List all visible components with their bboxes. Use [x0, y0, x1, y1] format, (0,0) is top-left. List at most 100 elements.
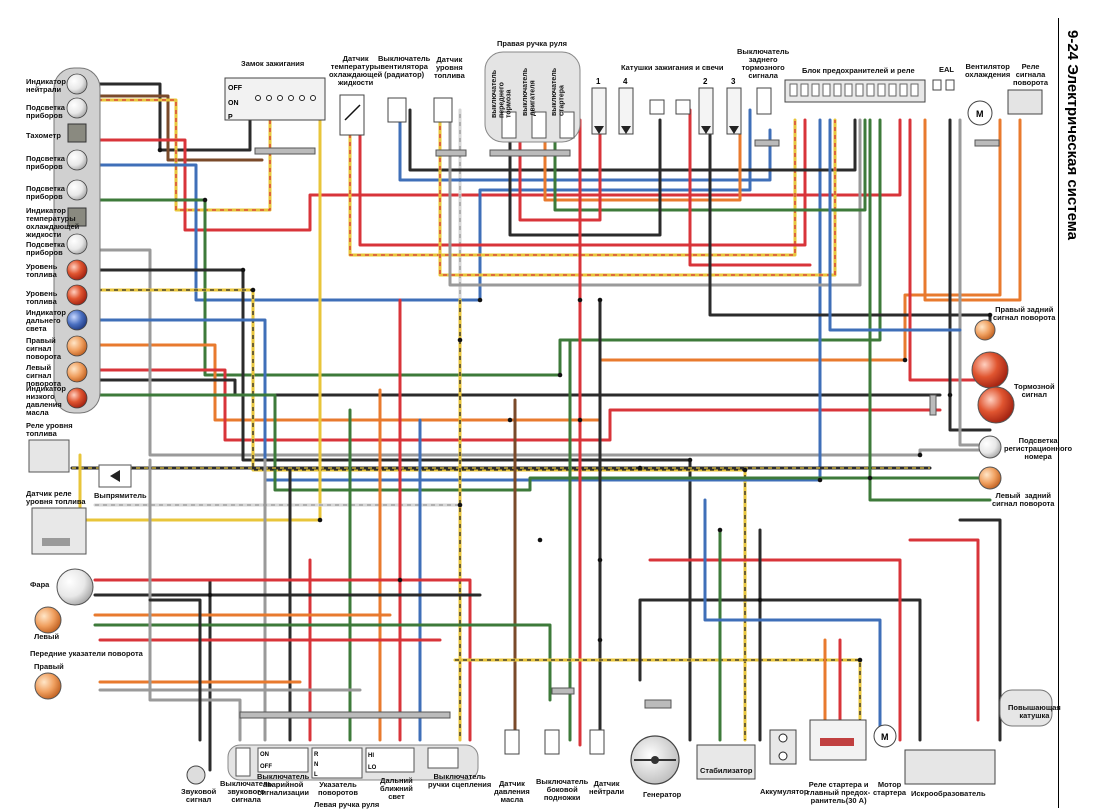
label-instrument-light-2: Подсветка приборов	[26, 154, 65, 171]
black-wire	[96, 268, 692, 742]
igniter-box	[904, 749, 996, 785]
green-wire	[868, 118, 992, 502]
label-regulator: Стабилизатор	[700, 766, 753, 775]
wire-junction	[757, 597, 763, 603]
eal-terminal	[932, 79, 942, 91]
wire-junction	[637, 465, 643, 471]
label-neutral-sensor: Датчик нейтрали	[589, 779, 625, 796]
coil-number: 3	[731, 77, 736, 86]
wire-junction	[477, 297, 483, 303]
label-fuel-level-relay: Реле уровня топлива	[26, 421, 73, 438]
wire-junction	[742, 467, 748, 473]
fuse-slot	[866, 83, 875, 97]
generator-connector	[644, 699, 672, 709]
label-left-handlebar: Левая ручка руля	[314, 800, 380, 809]
rear-brake-connector	[754, 139, 780, 147]
fuse-slot	[888, 83, 897, 97]
ignition-connector	[254, 147, 316, 155]
wire-junction	[207, 592, 213, 598]
battery-positive-terminal	[778, 733, 788, 743]
wire-junction	[457, 502, 463, 508]
label-left: Левый	[34, 632, 60, 641]
black-wire	[958, 518, 1002, 742]
neutral-indicator-bulb	[66, 73, 88, 95]
wire-junction	[397, 577, 403, 583]
switch-position-r: R	[314, 752, 319, 758]
label-clutch-switch: Выключатель ручки сцепления	[428, 772, 492, 789]
wire-junction	[577, 417, 583, 423]
ignition-contact	[288, 95, 294, 101]
instrument-light-bulb	[66, 179, 88, 201]
fuel-level-sensor	[433, 97, 453, 123]
label-igniter: Искрообразователь	[911, 789, 986, 798]
ignition-contact	[266, 95, 272, 101]
coolant-temp-gauge	[67, 207, 87, 227]
label-brake-light: Тормозной сигнал	[1014, 382, 1055, 399]
fuel-level-relay-box	[28, 439, 70, 473]
ignition-contact	[299, 95, 305, 101]
label-indicator-neutral: Индикатор нейтрали	[26, 77, 66, 94]
wire-junction	[202, 197, 208, 203]
label-starter-motor: Мотор стартера	[873, 780, 907, 797]
rear-lamp-connector	[929, 394, 937, 416]
coil-connector	[649, 99, 665, 115]
low-oil-indicator-bulb	[66, 387, 88, 409]
coil-number: 1	[596, 77, 601, 86]
fuse-slot	[822, 83, 831, 97]
label-fuel-level-2: Уровень топлива	[26, 289, 58, 306]
green-wire	[93, 623, 552, 702]
fan-switch	[387, 97, 407, 123]
cooling-fan-motor	[967, 100, 993, 126]
fuel-relay-sensor-box	[31, 507, 87, 555]
blue-wire	[703, 498, 882, 742]
regulator-box	[696, 744, 756, 780]
red-wire	[96, 368, 942, 442]
fuse-slot	[800, 83, 809, 97]
diode-icon	[110, 470, 120, 482]
wire-junction	[597, 637, 603, 643]
front-brake-switch-body	[501, 111, 517, 139]
red-wire	[908, 538, 980, 722]
label-ignition-switch: Замок зажигания	[241, 59, 305, 68]
wire-junction	[687, 457, 693, 463]
label-right: Правый	[34, 662, 64, 671]
wire-junction	[597, 557, 603, 563]
ignition-contact	[255, 95, 261, 101]
horn-switch-body	[235, 747, 251, 777]
label-plate-light: Подсветка регистрационного номера	[1004, 436, 1073, 461]
brake-light-bulb	[977, 386, 1015, 424]
red-wire	[358, 108, 807, 247]
starter-motor-body	[873, 724, 897, 748]
starter-switch-body	[559, 111, 575, 139]
starter-motor-icon: M	[881, 732, 889, 742]
wire-junction	[507, 417, 513, 423]
wire-junction	[717, 527, 723, 533]
fuse-slot	[811, 83, 820, 97]
label-low-oil-indicator: Индикатор низкого давления масла	[26, 384, 66, 417]
label-starter-relay: Реле стартера и главный предох- ранитель…	[807, 780, 871, 805]
spark-plug-icon	[701, 126, 711, 134]
rear-brake-switch	[756, 87, 772, 115]
black-wire	[408, 108, 857, 172]
red-wire	[908, 118, 992, 382]
green-wire	[96, 393, 992, 492]
side-stand-switch-body	[544, 729, 560, 755]
brake-light-bulb	[971, 351, 1009, 389]
oil-pressure-sensor-body	[504, 729, 520, 755]
fuse-slot	[877, 83, 886, 97]
label-starter-switch: выключатель стартера	[551, 67, 566, 116]
ignition-contact	[310, 95, 316, 101]
resistor-icon	[344, 104, 361, 121]
switch-position-off: OFF	[260, 764, 272, 770]
yellow-black-tracer	[455, 659, 861, 740]
page-rule	[1058, 18, 1059, 808]
ignition-contact	[277, 95, 283, 101]
black-wire	[638, 598, 922, 742]
orange-wire	[543, 118, 742, 202]
ignition-position-p: P	[228, 114, 233, 121]
ignition-position-on: ON	[228, 100, 239, 107]
label-rear-brake-switch: Выключатель заднего тормозного сигнала	[737, 47, 790, 80]
label-instrument-light-1: Подсветка приборов	[26, 103, 65, 120]
motor-icon: M	[976, 109, 984, 119]
